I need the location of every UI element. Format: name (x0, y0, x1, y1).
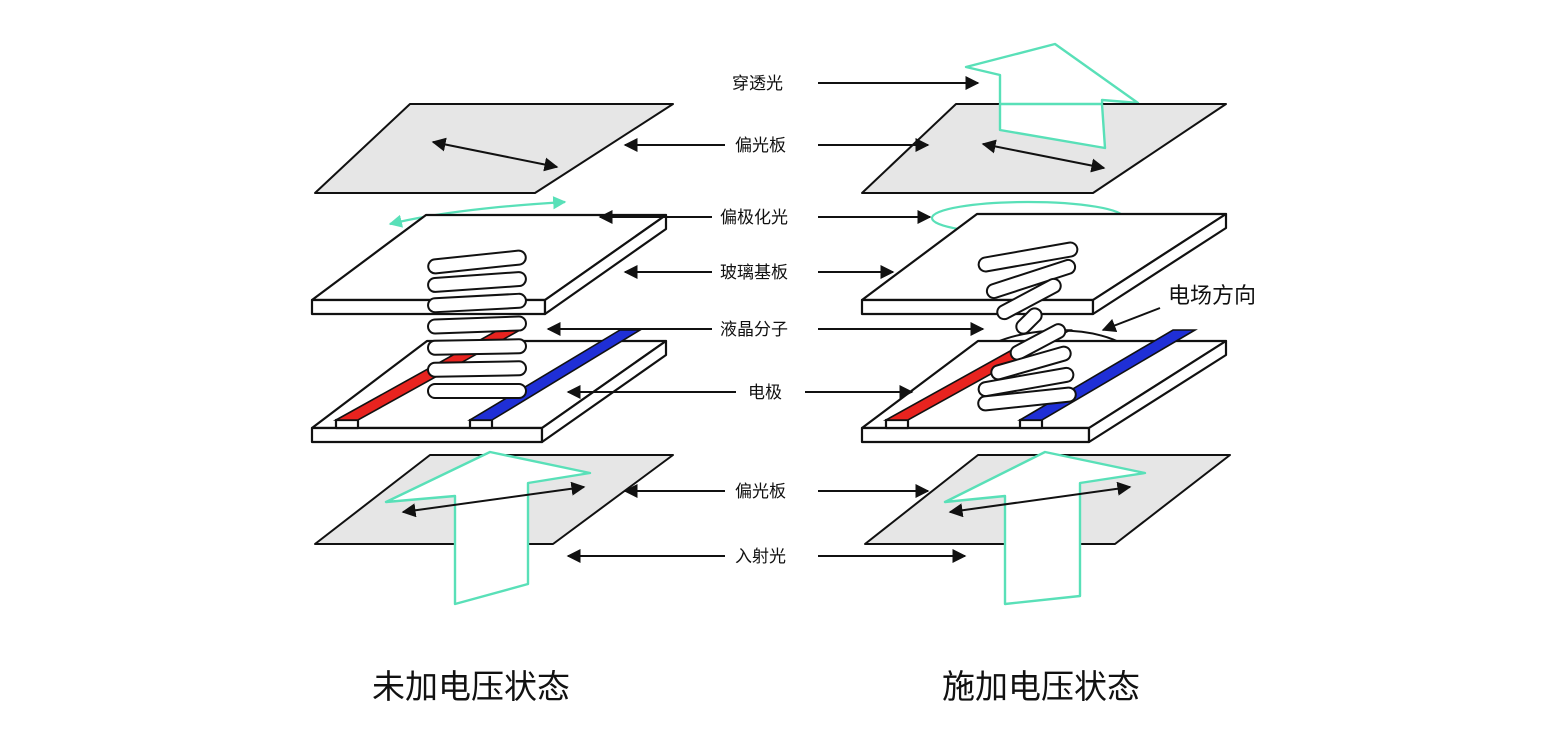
left-liquid-crystal-molecules (427, 249, 527, 399)
right-stack (860, 42, 1231, 606)
right-top-polarizer (861, 102, 1227, 194)
right-bottom-axis-arrow (948, 481, 1132, 518)
left-polarized-light (388, 196, 567, 228)
label-glass-substrate: 玻璃基板 (720, 263, 788, 283)
label-transmitted-light: 穿透光 (732, 74, 783, 94)
label-field-direction: 电场方向 (1168, 284, 1256, 309)
center-labels: 穿透光 偏光板 偏极化光 玻璃基板 液晶分子 电极 偏光板 入射光 电场方向 (546, 74, 1256, 567)
right-liquid-crystal-molecules (977, 241, 1079, 412)
label-incident-light: 入射光 (735, 547, 786, 567)
label-liquid-crystal: 液晶分子 (720, 320, 788, 340)
label-polarizer-top: 偏光板 (735, 136, 786, 156)
caption-voltage-applied: 施加电压状态 (942, 667, 1140, 706)
polarization-axis-arrow (981, 139, 1106, 173)
left-bottom-axis-arrow (401, 481, 586, 518)
label-polarizer-bottom: 偏光板 (735, 482, 786, 502)
pointer-arrow (1101, 307, 1161, 332)
left-stack (310, 103, 674, 606)
left-top-polarizer (314, 103, 674, 194)
label-electrode: 电极 (748, 383, 782, 403)
label-polarized-light: 偏极化光 (720, 208, 788, 228)
polarization-axis-arrow (431, 137, 559, 172)
caption-no-voltage: 未加电压状态 (372, 667, 570, 706)
